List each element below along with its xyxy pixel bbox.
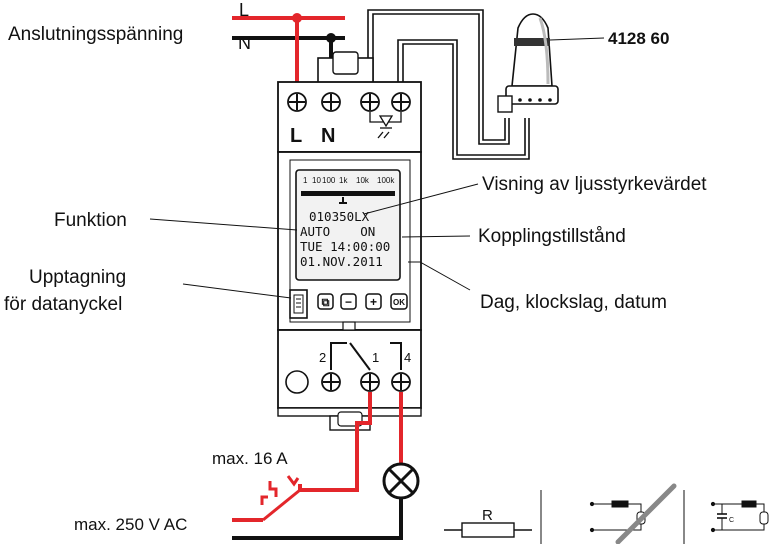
bar-scale-label: 100 bbox=[322, 176, 336, 185]
load-neutral-wire bbox=[232, 498, 403, 540]
compensated-load-symbol bbox=[710, 500, 769, 533]
callout-function: Funktion bbox=[54, 210, 127, 231]
callout-switch-state: Kopplingstillstånd bbox=[478, 226, 626, 247]
terminal-1-label: 1 bbox=[372, 350, 379, 365]
terminal-screw-icon bbox=[287, 92, 307, 112]
minus-button-label: − bbox=[345, 295, 352, 309]
button-row: ⧉ − + OK bbox=[317, 293, 408, 310]
bar-scale-label: 1 bbox=[303, 176, 308, 185]
lamp-icon bbox=[382, 462, 420, 500]
terminal-screw-icon bbox=[360, 92, 380, 112]
load-circuit bbox=[232, 392, 420, 540]
terminal-4-label: 4 bbox=[404, 350, 411, 365]
terminal-n-label: N bbox=[321, 125, 335, 147]
terminal-2-label: 2 bbox=[319, 350, 326, 365]
bar-scale-label: 100k bbox=[377, 176, 395, 185]
ballast-icon bbox=[741, 500, 757, 508]
terminal-screw-icon bbox=[321, 92, 341, 112]
latch bbox=[342, 321, 356, 331]
callout-datakey-line2: för datanyckel bbox=[4, 294, 122, 315]
resistor-label: R bbox=[482, 507, 493, 524]
upper-terminals bbox=[287, 92, 411, 139]
display-frame bbox=[295, 169, 401, 281]
resistor-icon bbox=[461, 522, 515, 538]
plus-button[interactable]: + bbox=[365, 293, 382, 310]
photodiode-icon bbox=[369, 112, 402, 139]
sensor-band bbox=[514, 38, 550, 46]
menu-button-label: ⧉ bbox=[322, 297, 330, 309]
ok-button[interactable]: OK bbox=[390, 293, 408, 310]
light-sensor bbox=[497, 13, 559, 113]
resistive-load-symbol bbox=[444, 522, 532, 538]
lower-terminals bbox=[285, 342, 411, 394]
supply-phase-label: L bbox=[239, 0, 249, 20]
callout-leaders bbox=[149, 183, 479, 299]
terminal-screw-icon bbox=[391, 92, 411, 112]
terminal-screw-icon bbox=[321, 372, 341, 392]
fluorescent-load-symbol bbox=[589, 483, 677, 544]
datakey-socket[interactable] bbox=[289, 289, 308, 319]
starter-icon bbox=[759, 511, 769, 525]
display-time-line: TUE 14:00:00 bbox=[300, 239, 390, 254]
menu-button[interactable]: ⧉ bbox=[317, 293, 334, 310]
ballast-icon bbox=[611, 500, 629, 508]
sensor-leader bbox=[549, 37, 605, 41]
mounting-hole bbox=[285, 370, 309, 394]
minus-button[interactable]: − bbox=[340, 293, 357, 310]
supply-label: Anslutningsspänning bbox=[8, 24, 183, 45]
display-mode-line: AUTO ON bbox=[300, 224, 375, 239]
display-date-line: 01.NOV.2011 bbox=[300, 254, 383, 269]
ok-button-label: OK bbox=[393, 298, 405, 307]
sensor-part-number: 4128 60 bbox=[608, 29, 669, 48]
sensor-wires bbox=[367, 9, 530, 160]
terminal-screw-icon bbox=[360, 372, 380, 392]
callout-day-time-date: Dag, klockslag, datum bbox=[480, 292, 667, 313]
bar-scale-label: 10k bbox=[356, 176, 370, 185]
max-voltage-label: max. 250 V AC bbox=[74, 515, 187, 534]
sensor-bracket bbox=[497, 95, 513, 113]
bar-scale-label: 1k bbox=[339, 176, 348, 185]
callout-lux-value: Visning av ljusstyrkevärdet bbox=[482, 174, 707, 195]
lux-bargraph bbox=[301, 191, 395, 196]
relay-contact-icon bbox=[330, 342, 402, 371]
callout-datakey-line1: Upptagning bbox=[29, 267, 126, 288]
capacitor-label: C bbox=[729, 517, 734, 524]
manual-switch-icon bbox=[260, 475, 301, 522]
terminal-l-label: L bbox=[290, 125, 302, 147]
tube-icon bbox=[615, 483, 677, 544]
plus-button-label: + bbox=[370, 295, 377, 309]
max-current-label: max. 16 A bbox=[212, 449, 288, 468]
load-phase-wire bbox=[298, 392, 372, 492]
supply-neutral-label: N bbox=[238, 33, 251, 53]
terminal-screw-icon bbox=[391, 372, 411, 392]
display-lux-line: 010350LX bbox=[309, 209, 370, 224]
bar-scale-label: 10 bbox=[312, 176, 321, 185]
